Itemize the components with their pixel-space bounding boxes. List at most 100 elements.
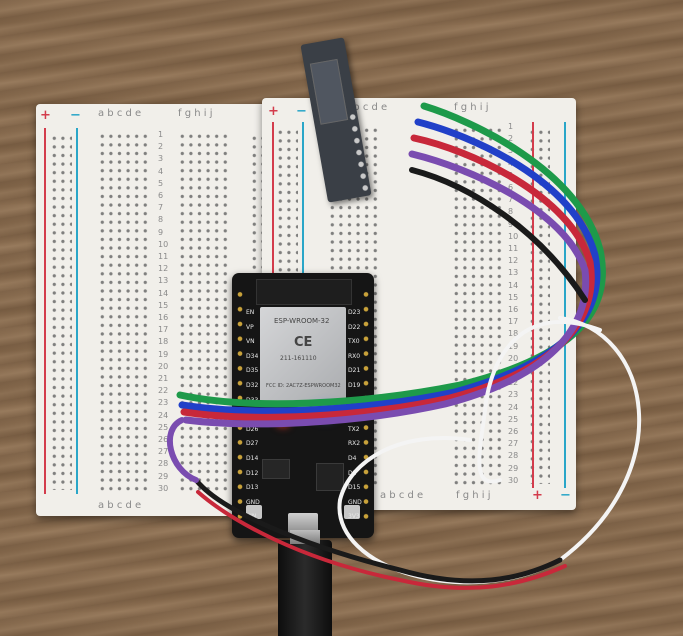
- row-number: 16: [508, 305, 519, 314]
- pin-label: D26: [246, 425, 259, 433]
- row-number: 28: [508, 451, 519, 461]
- rail-sign-plus: +: [268, 104, 279, 119]
- wire-black-gnd: [193, 477, 563, 584]
- row-number: 19: [158, 349, 169, 359]
- row-number: 7: [158, 203, 164, 213]
- column-letters-bottom: a b c d e: [380, 490, 424, 501]
- row-number: 14: [508, 280, 519, 290]
- row-number: 23: [158, 398, 169, 408]
- row-number: 23: [508, 390, 519, 400]
- row-number: 30: [508, 475, 519, 485]
- wroom-module: ESP-WROOM-32 CE 211-161110 FCC ID: 2AC7Z…: [260, 307, 346, 407]
- boot-button: [344, 505, 360, 519]
- pin-label: D14: [246, 455, 259, 462]
- row-number: 25: [508, 414, 519, 424]
- row-number: 17: [158, 325, 169, 335]
- row-number: 16: [158, 313, 169, 322]
- rail-sign-minus-right: −: [560, 488, 571, 503]
- row-number: 1: [158, 130, 164, 139]
- pin-label: D15: [348, 484, 361, 492]
- row-number: 2: [158, 142, 164, 152]
- pin-label: RX2: [348, 440, 361, 448]
- pin-label: D23: [348, 309, 361, 316]
- row-number: 19: [508, 341, 519, 351]
- row-number: 9: [508, 219, 514, 229]
- wire-purple: [182, 150, 590, 428]
- rail-line-red-left: [44, 128, 46, 494]
- row-number: 8: [158, 215, 164, 225]
- row-number: 7: [508, 195, 514, 205]
- wire-purple-loop: [166, 417, 199, 483]
- row-number: 21: [158, 374, 169, 383]
- pin-label: D34: [246, 352, 259, 360]
- usb-uart-chip: [316, 463, 344, 491]
- row-number: 20: [508, 353, 519, 363]
- row-number: 29: [158, 471, 169, 481]
- row-number: 30: [158, 483, 169, 493]
- row-number: 24: [508, 402, 519, 412]
- row-number: 6: [508, 183, 514, 192]
- row-number: 28: [158, 459, 169, 469]
- pin-label: D4: [348, 455, 357, 462]
- wire-black: [409, 167, 588, 303]
- pin-label: D22: [348, 323, 361, 331]
- row-number: 17: [508, 317, 519, 327]
- row-number: 8: [508, 207, 514, 217]
- pin-label: GND: [348, 498, 362, 506]
- pin-label: D32: [246, 382, 259, 389]
- rail-line-red-right-b: [532, 122, 534, 488]
- rail-line-blue-right-b: [564, 122, 566, 488]
- pin-label: D35: [246, 367, 259, 375]
- row-number: 6: [158, 191, 164, 200]
- pin-label: EN: [246, 309, 255, 316]
- rail-sign-minus: −: [70, 108, 81, 123]
- row-number: 5: [158, 178, 164, 188]
- pin-label: GND: [246, 498, 260, 506]
- wire-white: [337, 316, 642, 585]
- row-number: 29: [508, 463, 519, 473]
- pin-label: D21: [348, 367, 361, 375]
- pin-label: TX0: [348, 338, 360, 346]
- pin-label: VN: [246, 338, 255, 346]
- row-number: 2: [508, 134, 514, 144]
- pin-label: D19: [348, 382, 361, 389]
- row-number: 10: [158, 239, 169, 249]
- usb-cable-plug: [278, 540, 332, 636]
- ce-mark: CE: [294, 335, 313, 350]
- rail-line-blue-left: [76, 128, 78, 494]
- wire-red-vin: [196, 490, 567, 590]
- row-number: 3: [508, 146, 514, 156]
- pin-label: VP: [246, 323, 254, 331]
- row-number: 12: [508, 256, 519, 266]
- antenna-area: [256, 279, 352, 305]
- pin-label: RX0: [348, 352, 361, 360]
- row-number: 3: [158, 154, 164, 164]
- row-number: 18: [158, 337, 169, 347]
- row-number: 15: [508, 292, 519, 302]
- pin-label: 3V3: [348, 513, 360, 521]
- row-number: 27: [508, 439, 519, 449]
- cert-number: 211-161110: [280, 355, 317, 362]
- row-number: 9: [158, 227, 164, 237]
- wire-red: [180, 134, 595, 421]
- pin-label: TX2: [348, 425, 360, 433]
- module-name: ESP-WROOM-32: [274, 317, 330, 325]
- row-number: 27: [158, 447, 169, 457]
- row-number: 24: [158, 410, 169, 420]
- row-number: 22: [158, 386, 169, 396]
- pin-label: D13: [246, 484, 259, 492]
- terminal-strip-fj-holes: [178, 132, 230, 492]
- row-number: 12: [158, 264, 169, 274]
- pin-label: D12: [246, 469, 259, 477]
- row-number: 13: [158, 276, 169, 286]
- row-number: 26: [158, 435, 169, 444]
- column-letters-top: a b c d e: [98, 108, 142, 119]
- regulator: [262, 459, 290, 479]
- rail-sign-plus-right: +: [532, 488, 543, 503]
- pin-label: D27: [246, 440, 259, 448]
- row-number: 26: [508, 427, 519, 436]
- power-rail-left-holes: [50, 134, 72, 490]
